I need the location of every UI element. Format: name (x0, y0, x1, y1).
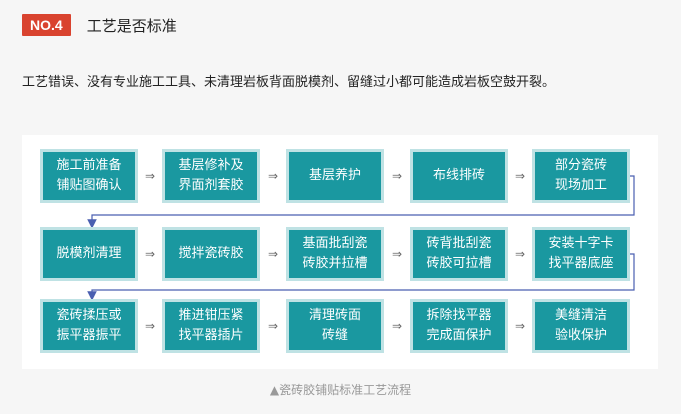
flow-step-label: 清理砖面砖缝 (308, 308, 361, 343)
flow-step-label: 基层修补及界面剂套胶 (178, 158, 244, 193)
flow-arrow: ⇒ (514, 319, 526, 333)
flow-arrow: ⇒ (267, 319, 279, 333)
flow-step-label: 砖背批刮瓷砖胶可拉槽 (426, 236, 492, 271)
flow-step-label: 部分瓷砖现场加工 (554, 158, 607, 193)
flow-step-label: 施工前准备铺贴图确认 (56, 158, 122, 193)
flow-step-6: 脱模剂清理 (40, 227, 138, 281)
intro-paragraph: 工艺错误、没有专业施工工具、未清理岩板背面脱模剂、留缝过小都可能造成岩板空鼓开裂… (22, 75, 556, 90)
flow-step-12: 推进钳压紧找平器插片 (162, 299, 260, 353)
flow-connectors (87, 175, 635, 301)
row-wrap-connector (87, 253, 635, 301)
flow-step-2: 基层修补及界面剂套胶 (162, 149, 260, 203)
flow-step-label: 搅拌瓷砖胶 (178, 246, 244, 261)
flow-step-11: 瓷砖揉压或振平器振平 (40, 299, 138, 353)
flow-step-15: 美缝清洁验收保护 (532, 299, 630, 353)
figure-caption: ▲瓷砖胶铺贴标准工艺流程 (269, 383, 412, 397)
flow-step-1: 施工前准备铺贴图确认 (40, 149, 138, 203)
flow-arrow: ⇒ (144, 319, 156, 333)
section-header: NO.4 工艺是否标准 (22, 13, 177, 37)
flow-step-label: 脱模剂清理 (56, 246, 122, 261)
flow-step-label: 推进钳压紧找平器插片 (178, 308, 244, 343)
flow-arrow: ⇒ (391, 319, 403, 333)
flow-step-13: 清理砖面砖缝 (286, 299, 384, 353)
row-wrap-connector (87, 175, 635, 229)
flow-step-label: 美缝清洁验收保护 (554, 308, 607, 343)
flow-step-label: 瓷砖揉压或振平器振平 (56, 308, 122, 343)
flow-step-5: 部分瓷砖现场加工 (532, 149, 630, 203)
flow-step-9: 砖背批刮瓷砖胶可拉槽 (410, 227, 508, 281)
flow-arrow: ⇒ (391, 169, 403, 183)
flow-arrow: ⇒ (267, 247, 279, 261)
flow-step-10: 安装十字卡找平器底座 (532, 227, 630, 281)
flow-step-label: 拆除找平器完成面保护 (426, 308, 492, 343)
flow-arrow: ⇒ (514, 169, 526, 183)
flow-step-14: 拆除找平器完成面保护 (410, 299, 508, 353)
section-number-badge: NO.4 (22, 14, 71, 36)
flow-arrow: ⇒ (514, 247, 526, 261)
section-title: 工艺是否标准 (86, 16, 177, 35)
flow-arrow: ⇒ (391, 247, 403, 261)
flow-step-7: 搅拌瓷砖胶 (162, 227, 260, 281)
flow-step-4: 布线排砖 (410, 149, 508, 203)
flow-arrow: ⇒ (267, 169, 279, 183)
process-flow-panel: 施工前准备铺贴图确认 ⇒ 基层修补及界面剂套胶 ⇒ 基层养护 ⇒ 布线排砖 ⇒ 部分瓷砖现场加工… (22, 135, 658, 369)
flow-step-label: 布线排砖 (432, 168, 485, 183)
flow-step-3: 基层养护 (286, 149, 384, 203)
flow-step-label: 基面批刮瓷砖胶并拉槽 (302, 236, 368, 271)
flow-step-8: 基面批刮瓷砖胶并拉槽 (286, 227, 384, 281)
flow-arrow: ⇒ (144, 169, 156, 183)
flow-step-label: 基层养护 (308, 168, 361, 183)
flow-arrow: ⇒ (144, 247, 156, 261)
flow-step-label: 安装十字卡找平器底座 (548, 236, 614, 271)
